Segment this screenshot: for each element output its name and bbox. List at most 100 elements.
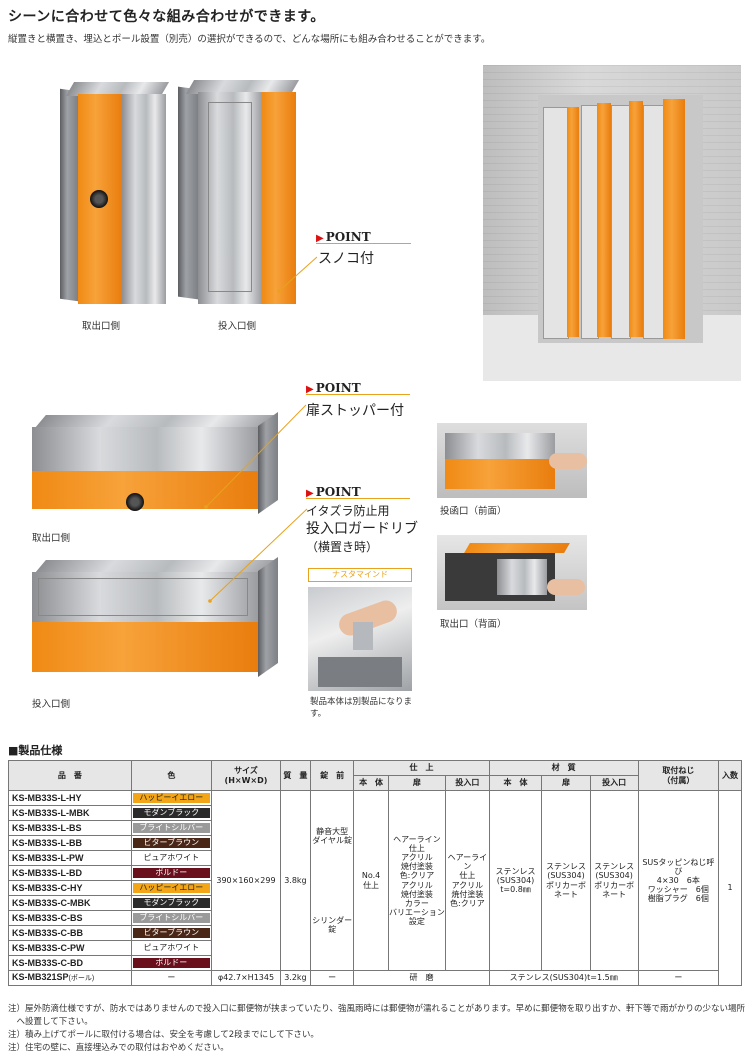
pole-color: ー (130, 970, 212, 986)
dial-lock-icon (126, 493, 144, 511)
point-1-label: POINT (325, 230, 371, 244)
color-cell: ブライトシルバー (130, 910, 212, 926)
th-finish-body: 本 体 (353, 775, 389, 791)
vertical-mailbox-front (60, 82, 170, 307)
color-cell: ボルドー (130, 865, 212, 881)
th-qty: 入数 (717, 760, 743, 791)
dial-lock-icon (90, 190, 108, 208)
insert-slot-caption: 投函口（前面） (440, 506, 507, 517)
pole-code-main: KS-MB321SP (12, 972, 69, 983)
color-swatch: ブライトシルバー (132, 913, 210, 923)
th-color: 色 (130, 760, 212, 791)
point-3-leader (208, 508, 308, 603)
color-cell: ハッピーイエロー (130, 790, 212, 806)
pole-size: φ42.7×H1345 (210, 970, 282, 986)
pole-finish: 研 磨 (353, 970, 490, 986)
qty-cell: 1 (717, 790, 743, 986)
nasta-mind-text: ナスタマインド (332, 570, 388, 579)
color-swatch: ビターブラウン (132, 838, 210, 848)
mat-body-cell: ステンレス (SUS304) t=0.8㎜ (488, 790, 543, 971)
product-code: KS-MB33S-L-BB (8, 835, 132, 851)
lock-dial-cell: 静音大型 ダイヤル錠 (309, 790, 355, 881)
color-swatch: ハッピーイエロー (132, 883, 210, 893)
spec-section-title: ■製品仕様 (8, 744, 63, 757)
pole-code: KS-MB321SP(ポール) (8, 970, 132, 986)
vertical-mailbox-back (178, 80, 303, 310)
note-2: 注）積み上げてポールに取付ける場合は、安全を考慮して2段までにして下さい。 (8, 1030, 319, 1040)
mat-door-cell: ステンレス (SUS304) ポリカーボ ネート (541, 790, 591, 971)
vertical-back-caption: 投入口側 (218, 321, 257, 332)
nasta-mind-badge: ナスタマインド (308, 568, 412, 582)
product-code: KS-MB33S-L-BS (8, 820, 132, 836)
vertical-front-caption: 取出口側 (82, 321, 121, 332)
page-title: シーンに合わせて色々な組み合わせができます。 (8, 9, 325, 25)
color-swatch: ビターブラウン (132, 928, 210, 938)
hand-insert-photo (308, 587, 412, 691)
pole-code-suffix: (ポール) (68, 975, 95, 983)
color-swatch: ボルドー (132, 868, 210, 878)
th-finish: 仕 上 (353, 760, 490, 776)
color-swatch: モダンブラック (132, 808, 210, 818)
product-code: KS-MB33S-C-BB (8, 925, 132, 941)
th-weight: 質 量 (280, 760, 311, 791)
point-marker-1: ▶POINT (316, 230, 371, 244)
product-code: KS-MB33S-C-BS (8, 910, 132, 926)
horizontal-back-caption: 投入口側 (32, 699, 71, 710)
screws-cell: SUSタッピンねじ呼び 4×30 6本 ワッシャー 6個 樹脂プラグ 6個 (637, 790, 719, 971)
point-2-label: POINT (315, 381, 361, 395)
installation-photo (483, 65, 741, 381)
th-size: サイズ (H×W×D) (210, 760, 282, 791)
point-2-rule (306, 394, 410, 395)
product-code: KS-MB33S-C-HY (8, 880, 132, 896)
color-swatch: モダンブラック (132, 898, 210, 908)
th-material: 材 質 (488, 760, 639, 776)
point-2-text: 扉ストッパー付 (306, 403, 404, 419)
th-code: 品 番 (8, 760, 132, 791)
point-2-leader (204, 404, 307, 509)
pole-material: ステンレス(SUS304)t=1.5㎜ (488, 970, 639, 986)
point-3-text: イタズラ防止用 投入口ガードリブ （横置き時） (306, 502, 418, 556)
horizontal-front-caption: 取出口側 (32, 533, 71, 544)
pole-screws: ー (637, 970, 719, 986)
spec-table: 品 番 色 サイズ (H×W×D) 質 量 錠 前 仕 上 材 質 取付ねじ （… (8, 760, 743, 986)
pole-weight: 3.2kg (280, 970, 311, 986)
point-3-line-3: （横置き時） (306, 540, 379, 554)
take-out-caption: 取出口（背面） (440, 619, 507, 630)
page-subtitle: 縦置きと横置き、埋込とポール設置（別売）の選択ができるので、どんな場所にも組み合… (8, 34, 491, 45)
color-swatch: ピュアホワイト (132, 853, 210, 863)
product-code: KS-MB33S-C-PW (8, 940, 132, 956)
point-marker-2: ▶POINT (306, 381, 361, 395)
point-1-text: スノコ付 (318, 251, 374, 267)
point-marker-3: ▶POINT (306, 485, 361, 499)
color-cell: ビターブラウン (130, 925, 212, 941)
mat-slot-cell: ステンレス (SUS304) ポリカーボ ネート (589, 790, 639, 971)
weight-cell: 3.8kg (280, 790, 311, 971)
lock-cylinder-cell: シリンダー錠 (309, 880, 355, 971)
color-cell: モダンブラック (130, 805, 212, 821)
point-3-label: POINT (315, 485, 361, 499)
product-code: KS-MB33S-L-MBK (8, 805, 132, 821)
th-mat-body: 本 体 (488, 775, 543, 791)
finish-body-cell: No.4 仕上 (353, 790, 389, 971)
point-1-rule (316, 243, 411, 244)
pole-lock: ー (309, 970, 355, 986)
point-3-line-2: 投入口ガードリブ (306, 521, 418, 537)
product-code: KS-MB33S-L-PW (8, 850, 132, 866)
color-cell: ピュアホワイト (130, 940, 212, 956)
color-swatch: ピュアホワイト (132, 943, 210, 953)
product-code: KS-MB33S-C-BD (8, 955, 132, 971)
th-mat-door: 扉 (541, 775, 591, 791)
color-cell: ブライトシルバー (130, 820, 212, 836)
product-code: KS-MB33S-C-MBK (8, 895, 132, 911)
note-1-cont: へ設置して下さい。 (8, 1017, 93, 1027)
color-cell: ボルドー (130, 955, 212, 971)
finish-slot-cell: ヘアーライン 仕上 アクリル 焼付塗装 色:クリア (445, 790, 490, 971)
color-swatch: ボルドー (132, 958, 210, 968)
color-swatch: ハッピーイエロー (132, 793, 210, 803)
